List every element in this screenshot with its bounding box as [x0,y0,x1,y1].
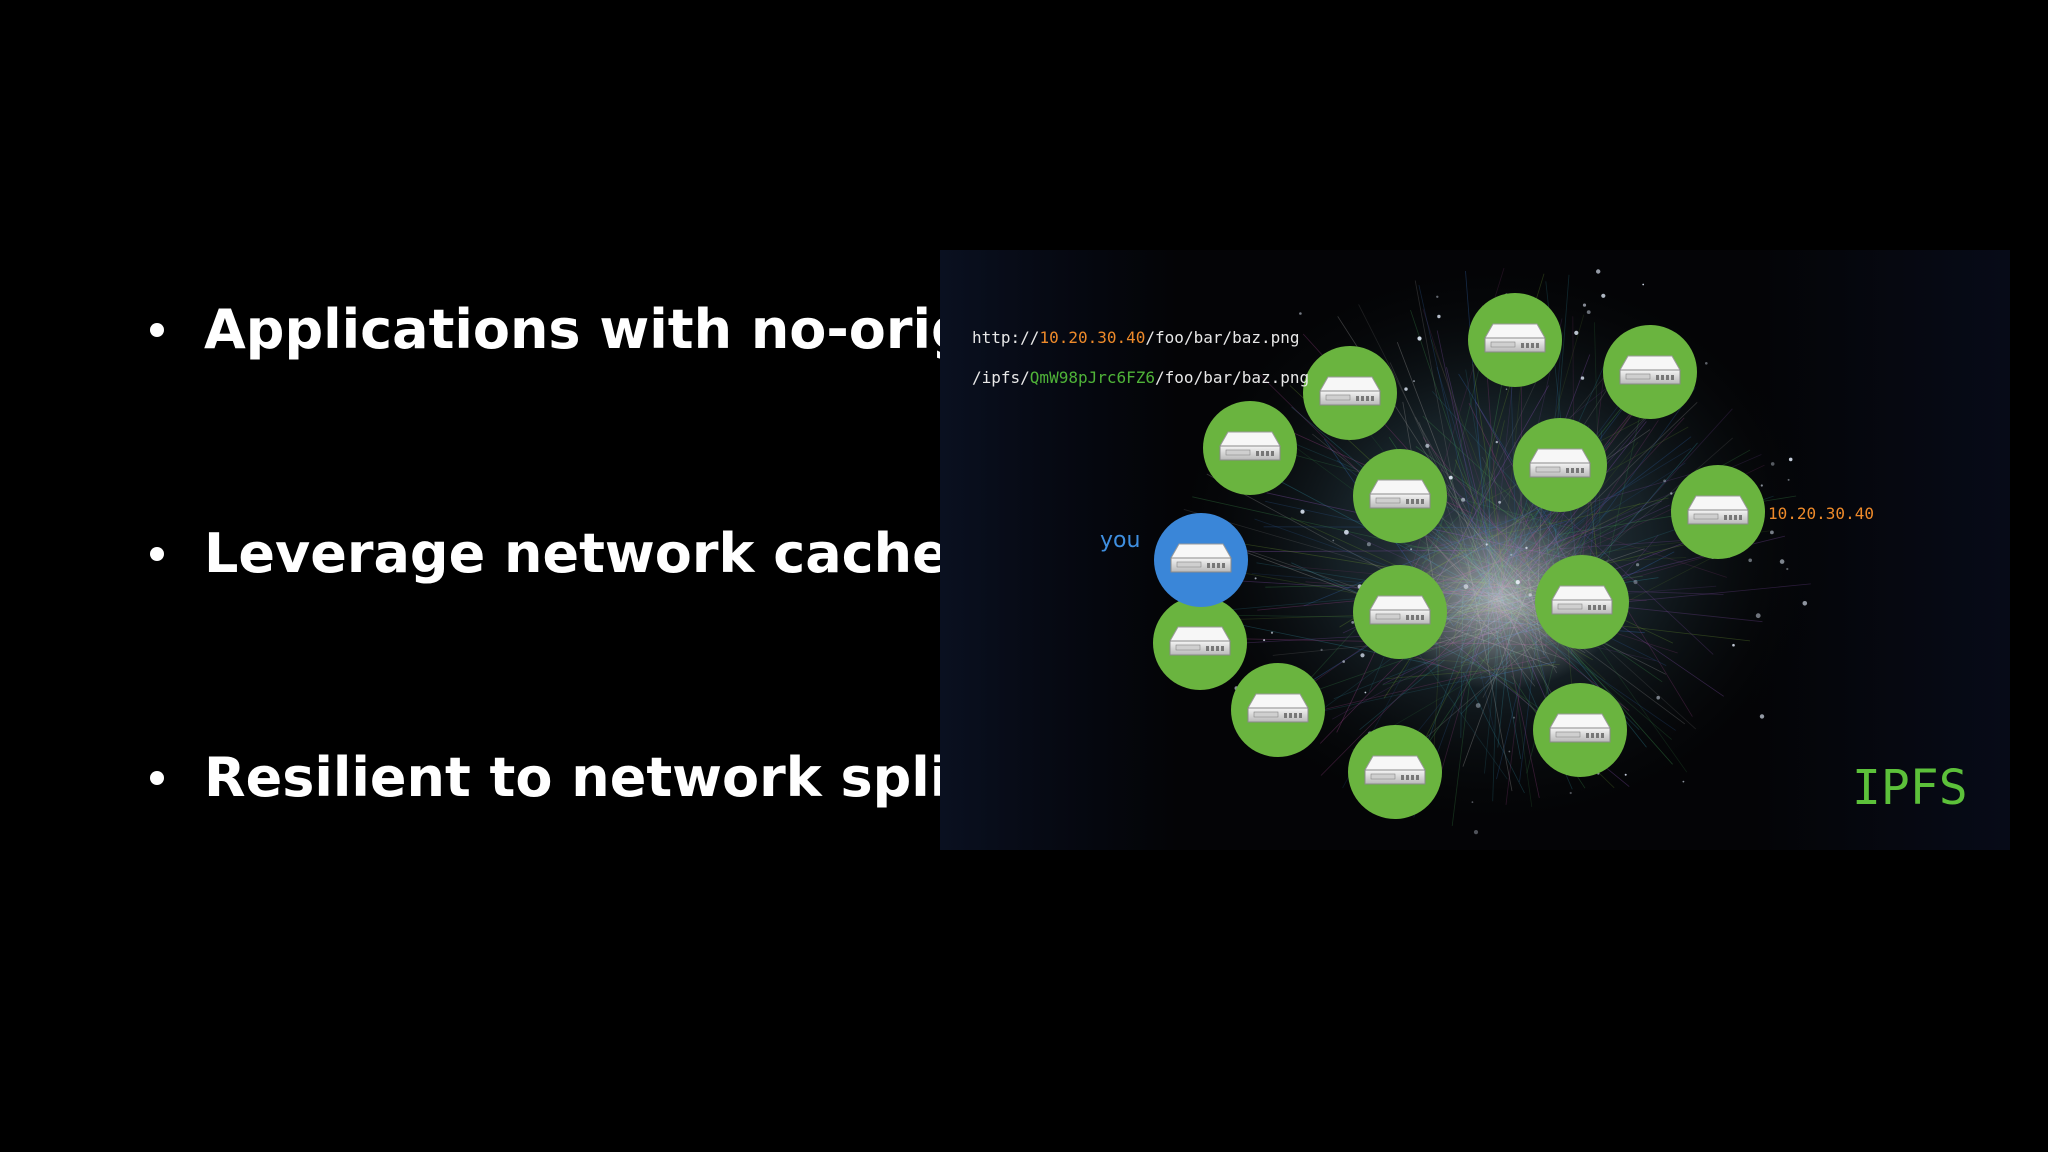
server-icon [1687,495,1749,525]
server-icon [1549,713,1611,743]
server-node [1353,565,1447,659]
server-node [1353,449,1447,543]
bullet-text: Leverage network cache [204,522,949,585]
server-node [1535,555,1629,649]
server-icon [1247,693,1309,723]
server-node [1153,596,1247,690]
bullet-text: Resilient to network splits [204,746,1007,809]
network-graph [1150,250,1840,845]
server-node [1671,465,1765,559]
you-node [1154,513,1248,607]
http-url: http://10.20.30.40/foo/bar/baz.png [972,328,1300,347]
server-icon [1219,431,1281,461]
bullet-text: Applications with no-origin [204,298,1027,361]
server-icon [1369,595,1431,625]
server-icon [1364,755,1426,785]
internet-map-core [1380,510,1620,690]
ipfs-network-figure: http://10.20.30.40/foo/bar/baz.png /ipfs… [940,250,2010,850]
server-icon [1619,355,1681,385]
bullet-dot [150,322,164,337]
server-icon [1529,448,1591,478]
bullet-item: Applications with no-origin [150,298,1027,361]
bullet-item: Resilient to network splits [150,746,1006,809]
http-url-host: 10.20.30.40 [1039,328,1146,347]
server-node [1231,663,1325,757]
server-icon [1319,376,1381,406]
server-icon [1484,323,1546,353]
you-label: you [1100,528,1141,553]
ip-label: 10.20.30.40 [1768,504,1874,523]
server-node [1203,401,1297,495]
ipfs-label: IPFS [1852,760,1968,816]
server-node [1533,683,1627,777]
server-node [1303,346,1397,440]
bullet-dot [150,546,164,561]
server-icon [1170,543,1232,573]
server-icon [1169,626,1231,656]
bullet-list: Applications with no-origin Leverage net… [150,0,1027,1152]
ipfs-url: /ipfs/QmW98pJrc6FZ6/foo/bar/baz.png [972,368,1310,387]
server-nodes [1153,293,1765,819]
server-node [1603,325,1697,419]
ipfs-url-hash: QmW98pJrc6FZ6 [1029,368,1156,387]
bullet-item: Leverage network cache [150,522,949,585]
server-icon [1369,479,1431,509]
server-node [1513,418,1607,512]
server-node [1348,725,1442,819]
server-node [1468,293,1562,387]
server-icon [1551,585,1613,615]
bullet-dot [150,770,164,785]
backdrop-glow [940,250,1180,850]
